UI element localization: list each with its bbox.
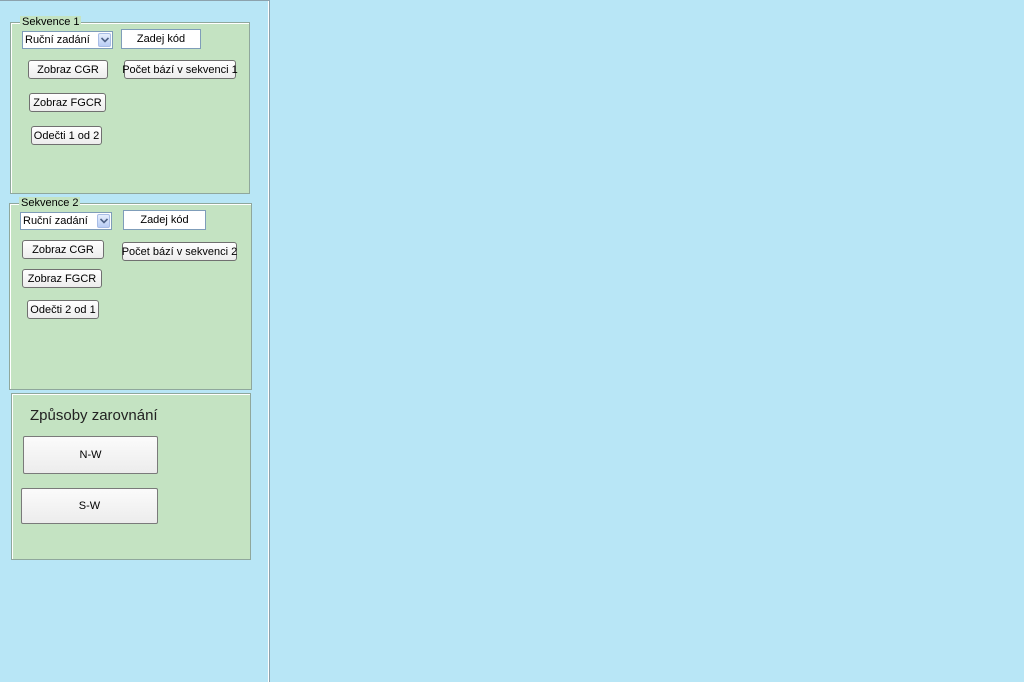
sequence-2-base-count-label: Počet bází v sekvenci 2 bbox=[121, 245, 238, 258]
sequence-2-title: Sekvence 2 bbox=[19, 197, 81, 210]
sequence-1-show-fgcr-button[interactable]: Zobraz FGCR bbox=[29, 93, 106, 112]
sw-alignment-label: S-W bbox=[78, 500, 101, 512]
sequence-1-show-cgr-button[interactable]: Zobraz CGR bbox=[28, 60, 108, 79]
sequence-2-base-count-button[interactable]: Počet bází v sekvenci 2 bbox=[122, 242, 237, 261]
sequence-1-show-cgr-label: Zobraz CGR bbox=[37, 63, 99, 76]
sequence-2-mode-value: Ruční zadání bbox=[23, 215, 88, 227]
sequence-1-subtract-button[interactable]: Odečti 1 od 2 bbox=[31, 126, 102, 145]
main-display-area bbox=[272, 0, 1024, 682]
sequence-1-base-count-label: Počet bází v sekvenci 1 bbox=[122, 63, 238, 76]
sequence-2-show-cgr-button[interactable]: Zobraz CGR bbox=[22, 240, 104, 259]
sequence-1-code-text: Zadej kód bbox=[136, 33, 186, 45]
sequence-1-group: Sekvence 1 Ruční zadání Zadej kód Zobraz… bbox=[10, 16, 250, 194]
sequence-2-show-fgcr-button[interactable]: Zobraz FGCR bbox=[22, 269, 102, 288]
sequence-1-show-fgcr-label: Zobraz FGCR bbox=[33, 96, 102, 109]
sequence-2-code-input[interactable]: Zadej kód bbox=[123, 210, 206, 230]
nw-alignment-label: N-W bbox=[79, 449, 102, 461]
sequence-2-subtract-button[interactable]: Odečti 2 od 1 bbox=[27, 300, 99, 319]
sequence-2-subtract-label: Odečti 2 od 1 bbox=[30, 303, 96, 316]
alignment-methods-panel: Způsoby zarovnání N-W S-W bbox=[11, 393, 251, 560]
chevron-down-icon[interactable] bbox=[97, 214, 110, 228]
sequence-1-mode-select[interactable]: Ruční zadání bbox=[22, 31, 113, 49]
sequence-2-group: Sekvence 2 Ruční zadání Zadej kód Zobraz… bbox=[9, 197, 252, 390]
sequence-1-subtract-label: Odečti 1 od 2 bbox=[33, 129, 100, 142]
alignment-methods-title: Způsoby zarovnání bbox=[30, 407, 158, 424]
left-control-pane: Sekvence 1 Ruční zadání Zadej kód Zobraz… bbox=[0, 0, 270, 682]
sequence-1-code-input[interactable]: Zadej kód bbox=[121, 29, 201, 49]
sw-alignment-button[interactable]: S-W bbox=[21, 488, 158, 524]
sequence-1-title: Sekvence 1 bbox=[20, 16, 82, 29]
sequence-2-show-cgr-label: Zobraz CGR bbox=[32, 243, 94, 256]
sequence-2-mode-select[interactable]: Ruční zadání bbox=[20, 212, 112, 230]
sequence-2-code-text: Zadej kód bbox=[140, 214, 189, 226]
sequence-1-mode-value: Ruční zadání bbox=[25, 34, 90, 46]
sequence-2-show-fgcr-label: Zobraz FGCR bbox=[27, 272, 97, 285]
nw-alignment-button[interactable]: N-W bbox=[23, 436, 158, 474]
sequence-1-base-count-button[interactable]: Počet bází v sekvenci 1 bbox=[122, 60, 238, 79]
chevron-down-icon[interactable] bbox=[98, 33, 111, 47]
